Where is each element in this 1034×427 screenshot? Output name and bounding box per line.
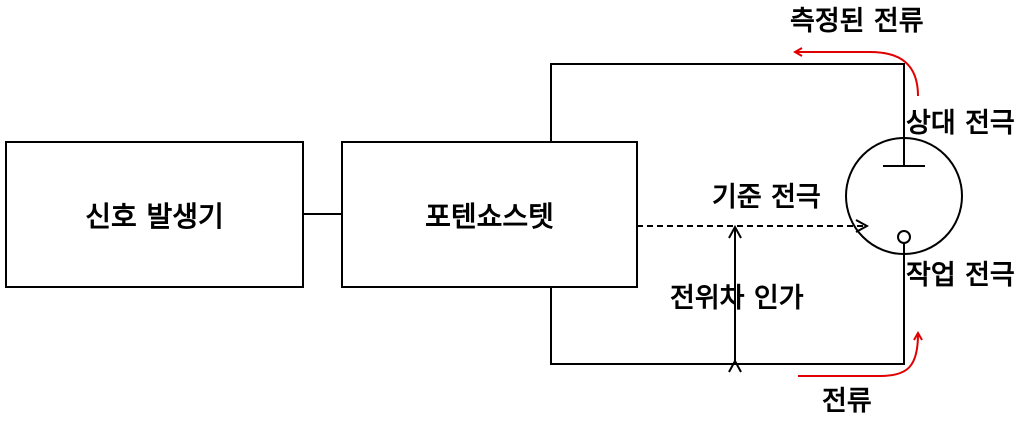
reference-electrode-label: 기준 전극 — [712, 182, 821, 213]
working-electrode-tip — [897, 230, 911, 244]
current-label: 전류 — [822, 386, 872, 417]
measured-current-arrow — [796, 52, 919, 97]
counter-electrode-wire — [550, 63, 905, 166]
potential-applied-label: 전위차 인가 — [670, 283, 804, 314]
current-arrow — [798, 334, 918, 377]
electrochemical-cell — [845, 137, 963, 255]
working-electrode-label: 작업 전극 — [906, 260, 1015, 291]
working-electrode-wire — [550, 243, 905, 365]
measured-current-label: 측정된 전류 — [790, 6, 924, 37]
potentiostat-label: 포텐쇼스텟 — [425, 199, 554, 233]
counter-electrode-label: 상대 전극 — [906, 108, 1015, 139]
signal-generator-label: 신호 발생기 — [85, 199, 224, 233]
